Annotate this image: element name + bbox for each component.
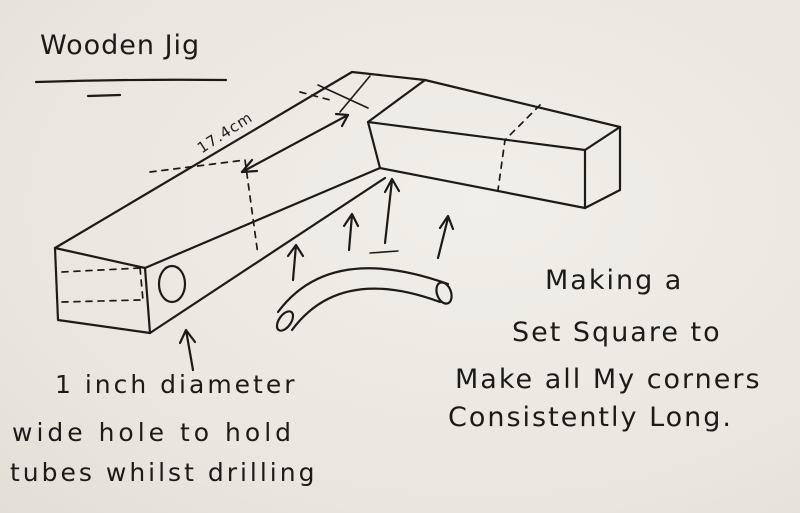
jig-side-back: [423, 78, 622, 129]
dimension-arrow-line: [240, 113, 350, 174]
jig-dashed-hole-bottom: [61, 299, 141, 303]
arrow-1: [286, 243, 305, 282]
purpose-note-line-1: Making a: [545, 265, 684, 296]
tube-end-right: [435, 281, 453, 305]
tube-end-left: [275, 310, 295, 332]
purpose-note-line-2: Set Square to: [512, 317, 722, 348]
hole-note-line-2: wide hole to hold: [12, 418, 296, 447]
tube-inner-curve: [290, 287, 442, 332]
tube-mid-mark: [369, 250, 399, 254]
jig-front-top-edge: [53, 70, 427, 250]
jig-front-face-top: [53, 246, 152, 335]
purpose-note-line-3: Make all My corners: [455, 364, 762, 395]
page-title: Wooden Jig: [40, 30, 201, 61]
jig-dashed-cut-front: [149, 159, 259, 256]
jig-dashed-cut-side: [497, 104, 541, 191]
hole-note-line-1: 1 inch diameter: [55, 370, 298, 399]
hole-note-line-3: tubes whilst drilling: [10, 458, 318, 487]
jig-dashed-hole-top: [61, 267, 141, 273]
jig-side-end: [583, 125, 622, 210]
arrow-3: [383, 177, 401, 245]
jig-side-top: [366, 120, 622, 152]
arrow-hole: [178, 328, 197, 372]
insertion-arrows: [178, 177, 455, 372]
dimension-arrowhead-right: [334, 112, 350, 128]
title-underline-short: [86, 93, 122, 98]
drill-hole: [157, 264, 187, 304]
jig-corner-cross: [317, 75, 371, 113]
purpose-note-line-4: Consistently Long.: [448, 402, 733, 433]
jig-side-bottom: [378, 166, 587, 210]
jig-dashed-top: [299, 91, 331, 101]
bent-tube-drawing: [275, 250, 453, 332]
jig-bottom-edge: [148, 176, 387, 335]
title-underline: [34, 78, 228, 84]
arrow-4: [436, 214, 455, 260]
dimension-arrowhead-left: [240, 158, 259, 174]
jig-inner-edge: [143, 166, 382, 270]
arrow-2: [342, 212, 360, 252]
wooden-jig-drawing: [53, 70, 622, 335]
tube-outer-curve: [276, 267, 450, 314]
jig-dashed-hole-side: [139, 267, 144, 301]
jig-front-face-left: [53, 246, 152, 335]
